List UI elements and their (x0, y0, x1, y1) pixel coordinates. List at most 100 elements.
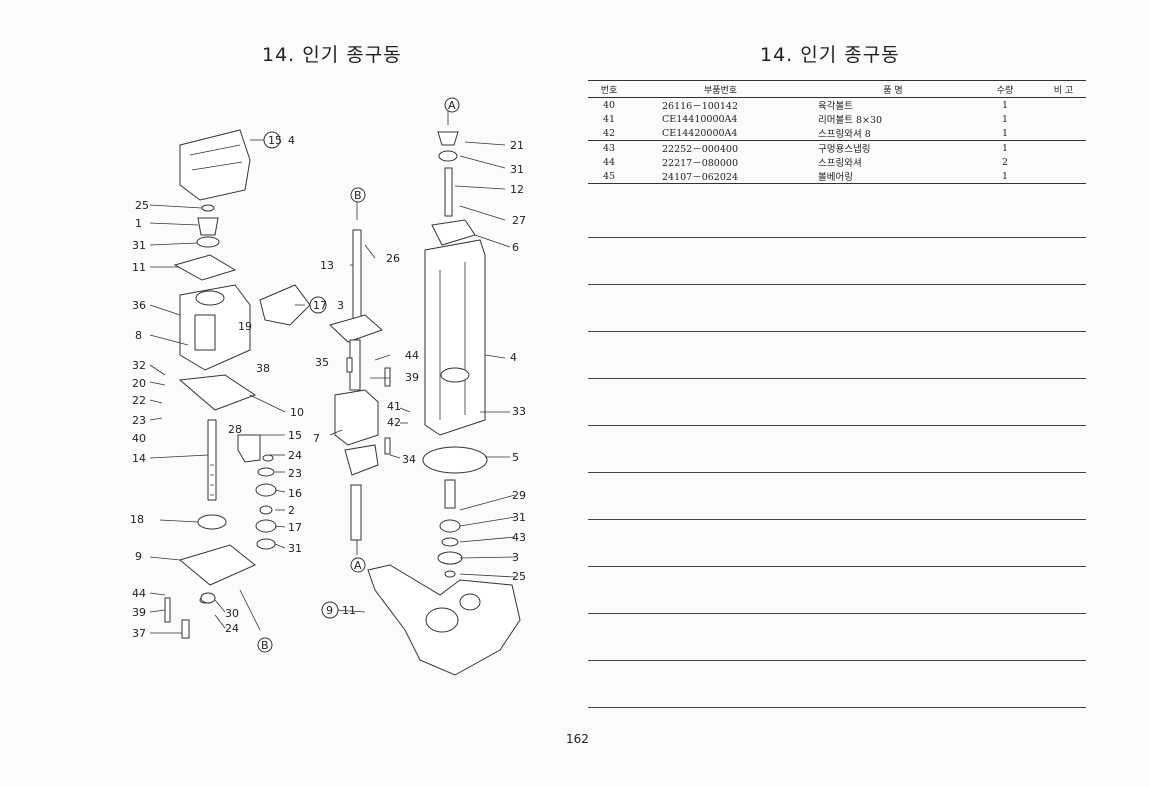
gasket-part (431, 219, 476, 246)
lower-shaft-part (350, 484, 362, 541)
cell-qty: 1 (969, 126, 1041, 141)
cell-part-number: 22252－000400 (662, 144, 738, 155)
callout-label: 30 (225, 607, 239, 620)
callout-label: 31 (512, 511, 526, 524)
callout-label: 15 (268, 134, 282, 147)
callout-label: 22 (132, 394, 146, 407)
cell-name: 스프링와셔 (818, 158, 862, 169)
callout-label: 40 (132, 432, 146, 445)
cell-remarks (1041, 155, 1086, 169)
cell-remarks (1041, 112, 1086, 126)
callout-label: 14 (132, 452, 146, 465)
callout-label: 18 (130, 513, 144, 526)
callout-label: 15 (288, 429, 302, 442)
callout-label: 29 (512, 489, 526, 502)
cell-qty: 1 (969, 169, 1041, 184)
gasket-part (178, 374, 257, 411)
cell-no: 42 (588, 126, 630, 141)
cell-qty: 1 (1001, 113, 1009, 125)
callout-letter: B (261, 639, 269, 652)
table-header-row: 번호 부품번호 품 명 수량 비 고 (588, 80, 1086, 98)
callout-label: 44 (132, 587, 146, 600)
header-part-number: 부품번호 (630, 80, 812, 98)
ruled-line (588, 472, 1086, 473)
cell-remarks (1041, 141, 1086, 156)
cell-no: 45 (588, 169, 630, 184)
callout-label: 44 (405, 349, 419, 362)
cell-qty: 2 (1001, 156, 1009, 168)
table-row: 43 22252－000400 구멍용스냅링 1 (588, 141, 1086, 156)
ruled-line (588, 378, 1086, 379)
cell-no: 43 (602, 142, 616, 154)
callout-label: 23 (288, 467, 302, 480)
callout-label: 41 (387, 400, 401, 413)
shaft-part (444, 167, 453, 217)
shaft-part (444, 479, 456, 509)
callout-label: 24 (288, 449, 302, 462)
ruled-line (588, 566, 1086, 567)
cell-qty: 1 (1001, 99, 1009, 111)
callout-label: 39 (405, 371, 419, 384)
callout-label: 9 (326, 604, 333, 617)
callout-label: 36 (132, 299, 146, 312)
callout-label: 12 (510, 183, 524, 196)
cell-no: 44 (602, 156, 616, 168)
callout-label: 16 (288, 487, 302, 500)
cell-remarks (1041, 126, 1086, 141)
cell-name: 리머볼트 8×30 (818, 115, 883, 126)
callout-label: 27 (512, 214, 526, 227)
plate-part (329, 314, 383, 343)
callout-label: 21 (510, 139, 524, 152)
cell-name: 육각볼트 (818, 101, 853, 112)
callout-label: 3 (337, 299, 344, 312)
callout-label: 42 (387, 416, 401, 429)
callout-label: 13 (320, 259, 334, 272)
cell-remarks (1041, 169, 1086, 184)
cell-no: 40 (602, 99, 616, 111)
cell-part-number: 24107－062024 (630, 169, 812, 184)
ruled-line (588, 707, 1086, 708)
callout-label: 6 (512, 241, 519, 254)
callout-label: 11 (342, 604, 356, 617)
page-number: 162 (566, 732, 589, 746)
callout-label: 31 (510, 163, 524, 176)
cell-part-number: CE14410000A4 (662, 113, 738, 125)
bearing-part (196, 236, 220, 248)
callout-label: 35 (315, 356, 329, 369)
callout-letter: A (448, 99, 456, 112)
callout-label: 4 (288, 134, 295, 147)
callout-letter: A (354, 559, 362, 572)
right-page-title: 14. 인기 종구동 (760, 44, 900, 66)
callout-label: 25 (512, 570, 526, 583)
cell-no: 41 (602, 113, 616, 125)
callout-label: 23 (132, 414, 146, 427)
callout-label: 31 (132, 239, 146, 252)
fork-part (237, 434, 261, 463)
callout-label: 10 (290, 406, 304, 419)
callout-label: 37 (132, 627, 146, 640)
callout-label: 38 (256, 362, 270, 375)
callout-label: 2 (288, 504, 295, 517)
ruled-line (588, 660, 1086, 661)
cap-part (201, 204, 215, 212)
gasket-part (173, 254, 237, 281)
callout-label: 25 (135, 199, 149, 212)
table-row: 41 CE14410000A4 리머볼트 8×30 1 (588, 112, 1086, 127)
bevel-gear-part (197, 217, 219, 236)
left-page-title: 14. 인기 종구동 (262, 44, 402, 66)
cell-qty: 1 (1001, 142, 1009, 154)
callout-label: 26 (386, 252, 400, 265)
callout-label: 24 (225, 622, 239, 635)
gear-part (255, 483, 277, 497)
table-row: 40 26116－100142 육각볼트 1 (588, 98, 1086, 113)
cell-part-number: 22217－080000 (662, 158, 738, 169)
callout-label: 28 (228, 423, 242, 436)
bevel-gear-part (437, 131, 459, 146)
callout-label: 39 (132, 606, 146, 619)
ruled-line (588, 284, 1086, 285)
callout-label: 7 (313, 432, 320, 445)
ruled-line (588, 237, 1086, 238)
table-row: 45 24107－062024 볼베어링 1 (588, 169, 1086, 184)
cell-part-number: 26116－100142 (662, 101, 738, 112)
callout-label: 1 (135, 217, 142, 230)
